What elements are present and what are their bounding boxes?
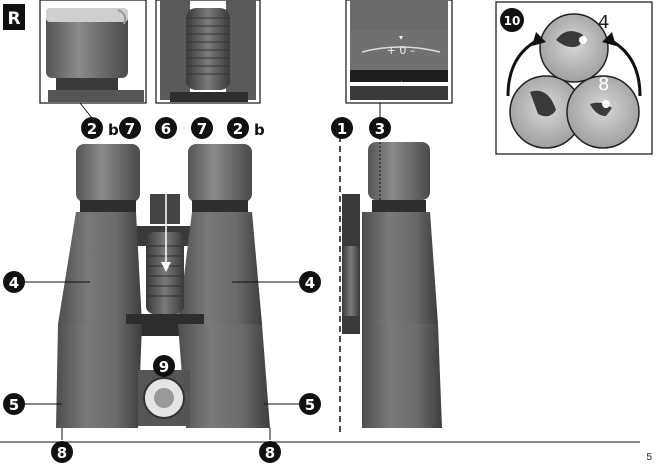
zoom-label-top: 4: [598, 12, 609, 33]
callout-2b-right: 2 b: [227, 117, 265, 139]
callout-10: 10: [500, 8, 524, 32]
svg-text:b: b: [108, 121, 119, 139]
svg-text:R: R: [7, 9, 20, 29]
callout-9: 9: [153, 355, 175, 377]
page-number: 5: [646, 452, 652, 463]
svg-text:9: 9: [159, 358, 169, 376]
callout-8-right: 8: [259, 441, 281, 463]
svg-text:8: 8: [265, 444, 275, 462]
svg-text:5: 5: [9, 396, 19, 414]
svg-text:2: 2: [233, 120, 243, 138]
svg-text:4: 4: [9, 274, 19, 292]
svg-text:7: 7: [197, 120, 207, 138]
leader-lines: [22, 281, 304, 440]
callout-1: 1: [331, 117, 353, 139]
zoom-label-bottom: 8: [598, 74, 609, 95]
callout-8-left: 8: [51, 441, 73, 463]
svg-text:5: 5: [305, 396, 315, 414]
svg-text:1: 1: [337, 120, 347, 138]
zoom-inset: 4 8: [495, 1, 653, 155]
callout-2b-left: 2 b: [81, 117, 119, 139]
svg-text:3: 3: [375, 120, 385, 138]
eyecup-inset: [39, 0, 147, 119]
svg-text:2: 2: [87, 120, 97, 138]
svg-text:6: 6: [161, 120, 171, 138]
callout-4-left: 4: [3, 271, 25, 293]
callout-3: 3: [369, 117, 391, 139]
binocular-side-view: [339, 136, 442, 432]
callout-5-left: 5: [3, 393, 25, 415]
svg-text:4: 4: [305, 274, 315, 292]
section-tag: R: [3, 4, 25, 30]
svg-text:10: 10: [504, 14, 521, 28]
callout-4-right: 4: [299, 271, 321, 293]
diopter-scale-text: + 0 –: [387, 44, 416, 57]
svg-text:b: b: [254, 121, 265, 139]
callout-7-left: 7: [119, 117, 141, 139]
svg-text:7: 7: [125, 120, 135, 138]
callout-7-right: 7: [191, 117, 213, 139]
callout-5-right: 5: [299, 393, 321, 415]
svg-text:8: 8: [57, 444, 67, 462]
focus-knob-inset: [155, 0, 261, 104]
callout-6: 6: [155, 117, 177, 139]
binocular-front-view: [56, 138, 270, 428]
diopter-inset: + 0 –: [345, 0, 453, 118]
